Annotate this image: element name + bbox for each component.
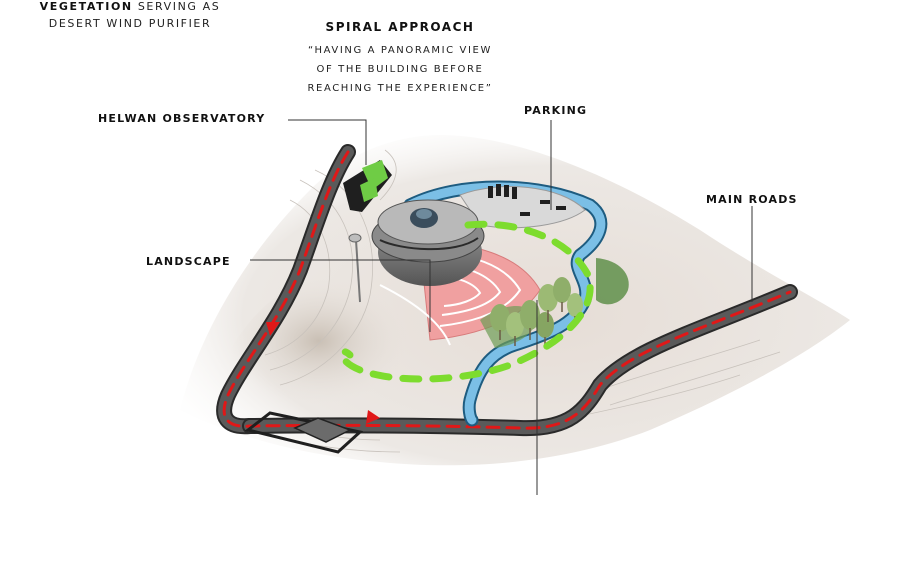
main-roads-label: Main roads — [706, 193, 798, 206]
parking-label: parking — [524, 104, 587, 117]
spiral-approach-title: Spiral approach — [300, 18, 500, 37]
spiral-approach-annotation: Spiral approach “having a panoramic view… — [300, 18, 500, 98]
spiral-approach-quote: “having a panoramic view of the building… — [300, 41, 500, 98]
helwan-observatory-label: Helwan observatory — [98, 112, 265, 125]
landscape-label: landscape — [146, 255, 231, 268]
